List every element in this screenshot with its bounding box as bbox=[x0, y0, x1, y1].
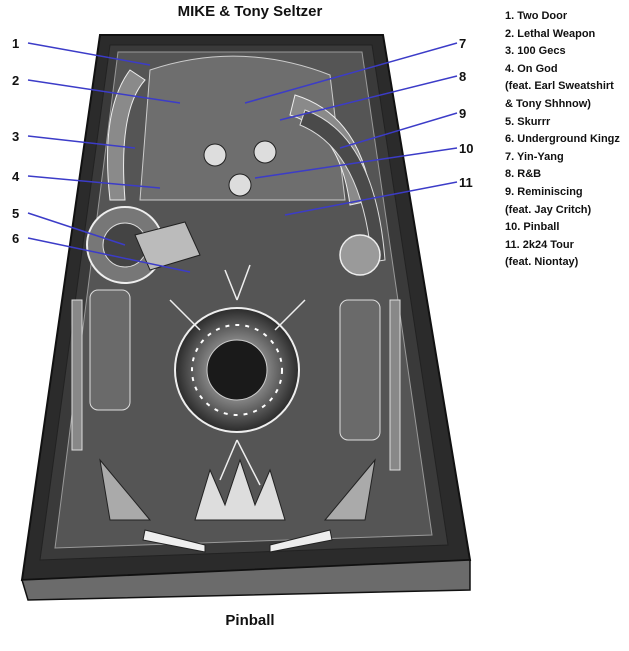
tracklist-item: (feat. Jay Critch) bbox=[505, 202, 620, 220]
callout-4: 4 bbox=[12, 169, 20, 184]
track-title: (feat. Jay Critch) bbox=[505, 203, 592, 216]
leader-line-1 bbox=[27, 42, 151, 66]
callout-3: 3 bbox=[12, 129, 20, 144]
tracklist-item: 9. Reminiscing bbox=[505, 184, 620, 202]
leader-lines bbox=[27, 42, 458, 273]
tracklist-item: 1. Two Door bbox=[505, 8, 620, 26]
track-number: 6. bbox=[505, 133, 515, 146]
playfield bbox=[54, 51, 433, 553]
tracklist-item: 3. 100 Gecs bbox=[505, 43, 620, 61]
callout-6: 6 bbox=[12, 231, 20, 246]
track-title: 2k24 Tour bbox=[522, 238, 574, 251]
track-number: 11. bbox=[505, 238, 520, 251]
track-title: (feat. Niontay) bbox=[505, 256, 579, 269]
track-number: 5. bbox=[505, 115, 515, 128]
callout-8: 8 bbox=[459, 69, 467, 84]
track-number: 8. bbox=[505, 168, 515, 181]
leader-line-2 bbox=[27, 79, 181, 104]
leader-line-5 bbox=[27, 212, 126, 246]
track-title: Yin-Yang bbox=[517, 150, 564, 163]
tracklist-item: & Tony Shhnow) bbox=[505, 96, 620, 114]
callout-1: 1 bbox=[12, 36, 20, 51]
leader-line-3 bbox=[27, 135, 136, 149]
track-title: R&B bbox=[517, 168, 542, 181]
tracklist-item: 7. Yin-Yang bbox=[505, 149, 620, 167]
leader-line-10 bbox=[254, 147, 458, 179]
tracklist-item: (feat. Niontay) bbox=[505, 254, 620, 272]
tracklist-item: 5. Skurrr bbox=[505, 114, 620, 132]
callout-2: 2 bbox=[12, 73, 20, 88]
callout-9: 9 bbox=[459, 106, 467, 121]
track-number: 9. bbox=[505, 185, 515, 198]
callout-5: 5 bbox=[12, 206, 20, 221]
track-number: 10. bbox=[505, 221, 521, 234]
callout-7: 7 bbox=[459, 36, 467, 51]
leader-line-11 bbox=[284, 181, 458, 216]
tracklist-item: 6. Underground Kingz bbox=[505, 131, 620, 149]
track-title: Lethal Weapon bbox=[517, 27, 596, 40]
leader-line-8 bbox=[279, 75, 458, 121]
track-title: Reminiscing bbox=[517, 185, 583, 198]
tracklist-item: 11. 2k24 Tour bbox=[505, 237, 620, 255]
track-title: 100 Gecs bbox=[517, 45, 566, 58]
callout-10: 10 bbox=[459, 141, 474, 156]
track-number: 2. bbox=[505, 27, 515, 40]
track-number: 1. bbox=[505, 10, 515, 22]
leader-line-7 bbox=[244, 42, 458, 104]
track-number: 7. bbox=[505, 150, 515, 163]
album-caption: Pinball bbox=[225, 612, 275, 629]
tracklist-item: (feat. Earl Sweatshirt bbox=[505, 78, 620, 96]
leader-line-4 bbox=[27, 175, 161, 189]
tracklist-item: 4. On God bbox=[505, 61, 620, 79]
callout-11: 11 bbox=[459, 175, 473, 190]
track-title: (feat. Earl Sweatshirt bbox=[505, 80, 614, 93]
track-title: Underground Kingz bbox=[517, 133, 620, 146]
tracklist-item: 2. Lethal Weapon bbox=[505, 26, 620, 44]
leader-line-6 bbox=[27, 237, 191, 273]
track-title: & Tony Shhnow) bbox=[505, 97, 591, 110]
track-number: 3. bbox=[505, 45, 515, 58]
diagram-title: MIKE & Tony Seltzer bbox=[177, 3, 323, 20]
track-title: Pinball bbox=[523, 221, 560, 234]
track-title: On God bbox=[517, 62, 558, 75]
leader-line-9 bbox=[339, 112, 458, 149]
tracklist-item: 10. Pinball bbox=[505, 219, 620, 237]
track-number: 4. bbox=[505, 62, 515, 75]
tracklist-item: 8. R&B bbox=[505, 166, 620, 184]
track-title: Skurrr bbox=[517, 115, 551, 128]
track-title: Two Door bbox=[517, 10, 568, 22]
